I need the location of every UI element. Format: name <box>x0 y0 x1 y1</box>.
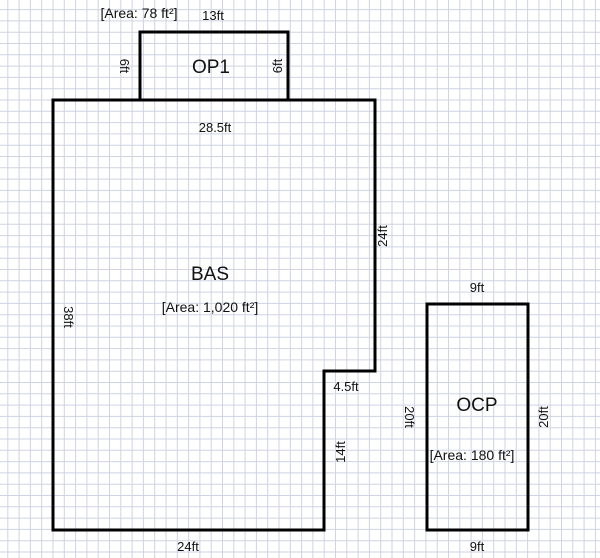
ocp-bottom-dim: 9ft <box>470 539 485 554</box>
ocp-left-dim: 20ft <box>402 406 417 428</box>
bas-name: BAS <box>191 264 229 285</box>
bas-notch-dim: 4.5ft <box>333 379 359 394</box>
op1-name: OP1 <box>192 57 230 78</box>
op1-top-dim: 13ft <box>202 8 224 23</box>
bas-top-dim: 28.5ft <box>199 120 232 135</box>
bas-bottom-dim: 24ft <box>177 539 199 554</box>
op1-left-dim: 6ft <box>117 59 132 74</box>
bas-left-dim: 38ft <box>61 306 76 328</box>
ocp-area-label: [Area: 180 ft²] <box>430 447 515 463</box>
ocp-area[interactable]: 9ft OCP 20ft 20ft [Area: 180 ft²] 9ft <box>402 280 551 554</box>
ocp-name: OCP <box>456 395 497 416</box>
ocp-outline[interactable] <box>425 302 530 532</box>
bas-outline[interactable] <box>51 98 377 532</box>
bas-area[interactable]: 28.5ft 24ft BAS [Area: 1,020 ft²] 38ft 4… <box>51 98 390 554</box>
ocp-right-dim: 20ft <box>536 406 551 428</box>
bas-right-dim: 24ft <box>375 225 390 247</box>
bas-area-label: [Area: 1,020 ft²] <box>162 299 259 315</box>
op1-area[interactable]: [Area: 78 ft²] 13ft OP1 6ft 6ft <box>100 5 290 102</box>
bas-inner-dim: 14ft <box>333 441 348 463</box>
op1-area-label: [Area: 78 ft²] <box>100 5 177 21</box>
ocp-top-dim: 9ft <box>470 280 485 295</box>
op1-right-dim: 6ft <box>270 58 285 73</box>
